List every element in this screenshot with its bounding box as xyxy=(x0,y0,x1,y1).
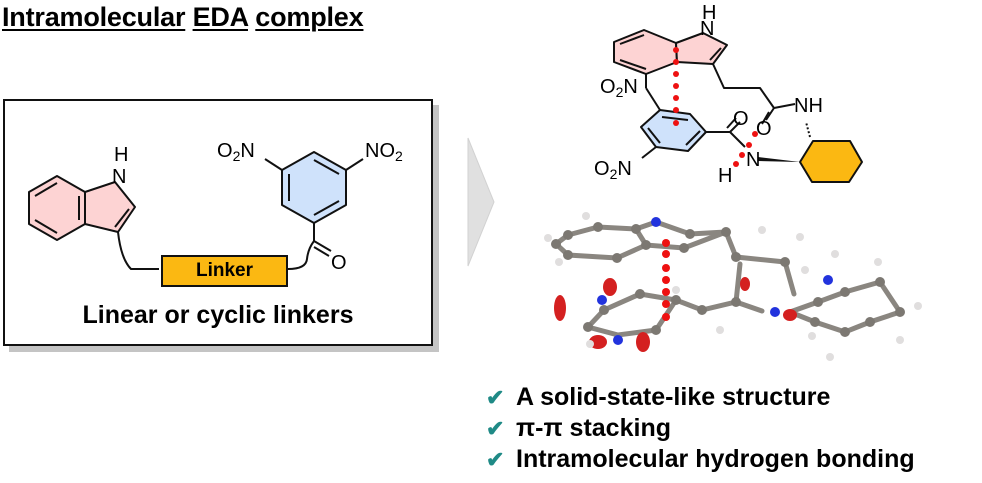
amide-n-label: N xyxy=(746,149,760,171)
nitro-upper-label: O2N xyxy=(600,76,638,100)
indole-h-label: H xyxy=(702,2,716,24)
right-arrow-icon xyxy=(467,137,495,267)
feature-item: ✔ Intramolecular hydrogen bonding xyxy=(486,444,915,475)
crystal-pi-stacking-dots xyxy=(662,239,670,321)
feature-text: A solid-state-like structure xyxy=(516,383,831,411)
title-word-complex: complex xyxy=(255,2,364,32)
indole-h-label: H xyxy=(114,144,128,166)
pi-stacking-dots xyxy=(673,47,679,126)
cyclohexane-ring xyxy=(799,140,863,183)
indole-pyrrole-ring xyxy=(675,32,728,65)
concept-box: H N O2N NO2 O Linker Linear or cyclic li… xyxy=(3,99,433,346)
dinitroarene-ring xyxy=(640,109,707,152)
concept-structure: H N O2N NO2 O xyxy=(28,140,403,274)
indole-pyrrole-ring xyxy=(84,181,136,233)
title-word-eda: EDA xyxy=(192,2,249,32)
amide-nh-label: NH xyxy=(794,95,823,117)
feature-list: ✔ A solid-state-like structure ✔ π-π sta… xyxy=(486,382,915,475)
check-icon: ✔ xyxy=(486,384,505,410)
dinitroarene-ring xyxy=(281,151,347,224)
check-icon: ✔ xyxy=(486,446,505,472)
crystal-structure-image xyxy=(544,212,922,361)
nitro-right-label: NO2 xyxy=(365,140,403,164)
carbonyl-o-label: O xyxy=(331,252,347,274)
box-caption: Linear or cyclic linkers xyxy=(82,301,354,329)
feature-text: π-π stacking xyxy=(516,414,671,442)
title-word-intramolecular: Intramolecular xyxy=(2,2,186,32)
amide-o-upper-label: O xyxy=(733,108,749,130)
indole-n-label: N xyxy=(700,18,714,40)
indole-n-label: N xyxy=(112,166,126,188)
amide-o-lower-label: O xyxy=(756,118,772,140)
nitro-left-label: O2N xyxy=(217,140,255,164)
linker-box: Linker xyxy=(161,255,288,287)
amide-h-label: H xyxy=(718,165,732,187)
page-title: Intramolecular EDA complex xyxy=(2,2,364,33)
feature-text: Intramolecular hydrogen bonding xyxy=(516,445,915,473)
check-icon: ✔ xyxy=(486,415,505,441)
indole-benzene-ring xyxy=(613,29,678,75)
nitro-lower-label: O2N xyxy=(594,158,632,182)
indole-benzene-ring xyxy=(28,175,86,241)
hydrogen-bond-dots xyxy=(733,131,758,167)
feature-item: ✔ A solid-state-like structure xyxy=(486,382,915,413)
feature-item: ✔ π-π stacking xyxy=(486,413,915,444)
